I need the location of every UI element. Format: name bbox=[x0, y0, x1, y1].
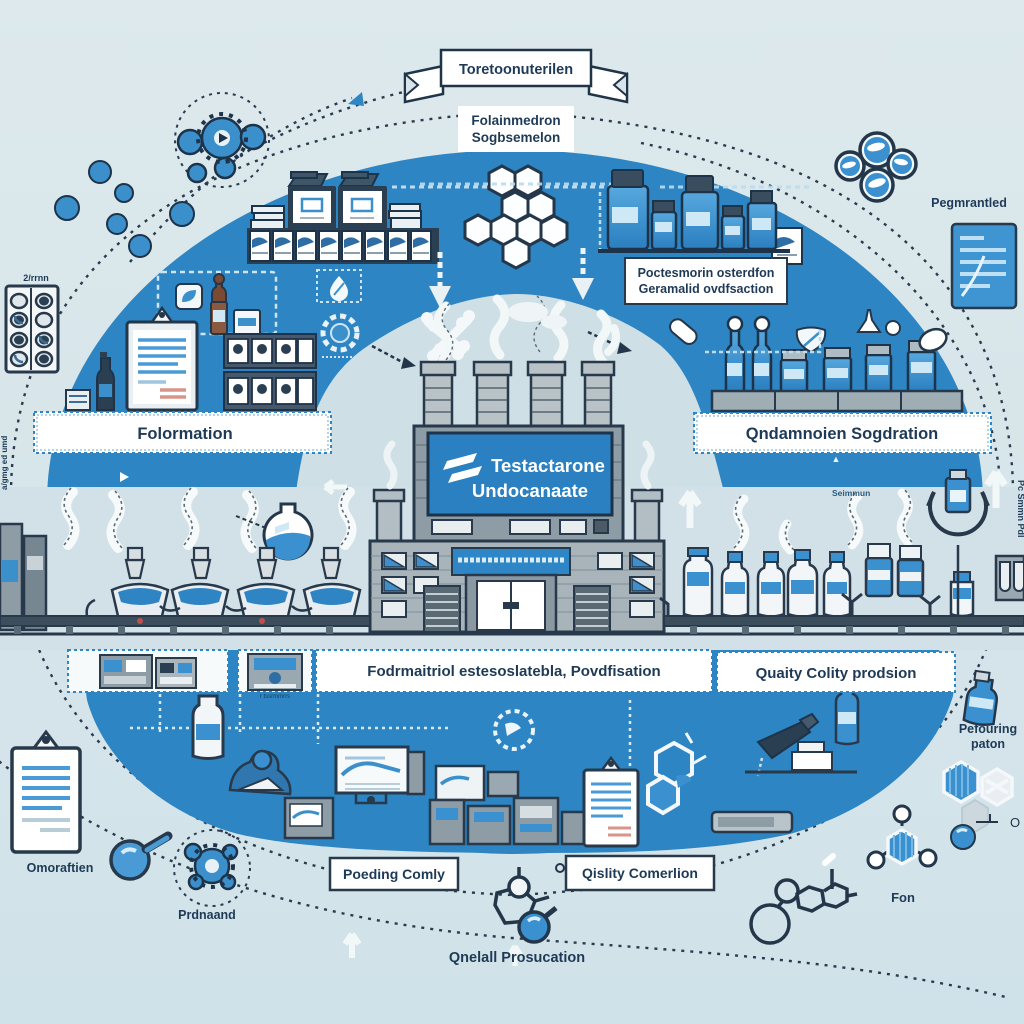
svg-text:O: O bbox=[1010, 815, 1020, 830]
svg-text:Pefouring: Pefouring bbox=[959, 722, 1017, 736]
svg-text:Prdnaand: Prdnaand bbox=[178, 908, 236, 922]
svg-text:▲: ▲ bbox=[832, 454, 841, 464]
svg-text:Quaity Colity prodsion: Quaity Colity prodsion bbox=[756, 665, 917, 682]
svg-text:Qndamnoien Sogdration: Qndamnoien Sogdration bbox=[746, 425, 939, 443]
svg-text:paton: paton bbox=[971, 737, 1005, 751]
svg-text:Toretoonuterilen: Toretoonuterilen bbox=[459, 62, 573, 78]
svg-text:Fodrmaitriol estesoslatebla, P: Fodrmaitriol estesoslatebla, Povdfisatio… bbox=[367, 663, 660, 680]
svg-text:Folainmedron: Folainmedron bbox=[471, 113, 560, 128]
svg-text:Sogbsemelon: Sogbsemelon bbox=[472, 130, 561, 145]
svg-text:a/gmg ed umd: a/gmg ed umd bbox=[0, 436, 9, 490]
svg-text:Seimmun: Seimmun bbox=[832, 488, 870, 498]
svg-text:Qislity Comerlion: Qislity Comerlion bbox=[582, 865, 698, 881]
svg-text:Pegmrantled: Pegmrantled bbox=[931, 196, 1007, 210]
svg-text:Fon: Fon bbox=[891, 890, 915, 905]
svg-text:Geramalid ovdfsaction: Geramalid ovdfsaction bbox=[639, 282, 774, 296]
svg-text:Poctesmorin osterdfon: Poctesmorin osterdfon bbox=[638, 266, 775, 280]
svg-text:2/rrnn: 2/rrnn bbox=[23, 273, 49, 283]
svg-text:Qnelall Prosucation: Qnelall Prosucation bbox=[449, 950, 585, 966]
svg-text:Folormation: Folormation bbox=[137, 425, 232, 443]
svg-text:Poeding Comly: Poeding Comly bbox=[343, 866, 445, 882]
svg-text:Undocanaate: Undocanaate bbox=[472, 480, 588, 501]
svg-text:Omoraftien: Omoraftien bbox=[27, 861, 94, 875]
svg-text:Pc Smmn Pdl: Pc Smmn Pdl bbox=[1016, 480, 1024, 538]
svg-text:r tssrmmrrs: r tssrmmrrs bbox=[260, 694, 290, 700]
svg-text:Testactarone: Testactarone bbox=[491, 455, 605, 476]
